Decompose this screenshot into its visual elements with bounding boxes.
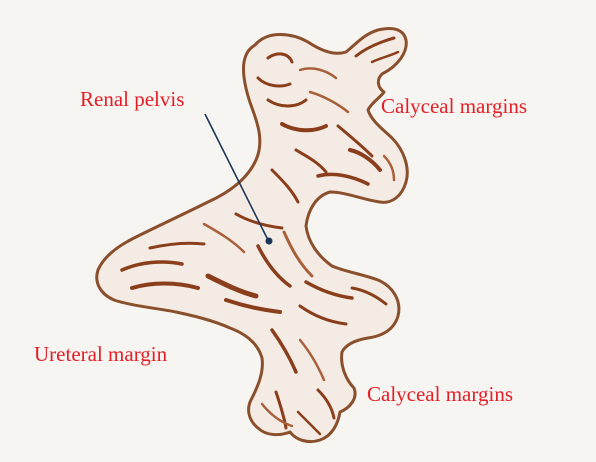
renal-pelvis-pointer-dot <box>266 238 273 245</box>
ureteral-margin-label: Ureteral margin <box>34 342 167 366</box>
renal-pelvis-label: Renal pelvis <box>80 87 184 111</box>
calyceal-margins-bottom-label: Calyceal margins <box>367 382 513 406</box>
calyceal-margins-top-label: Calyceal margins <box>381 94 527 118</box>
